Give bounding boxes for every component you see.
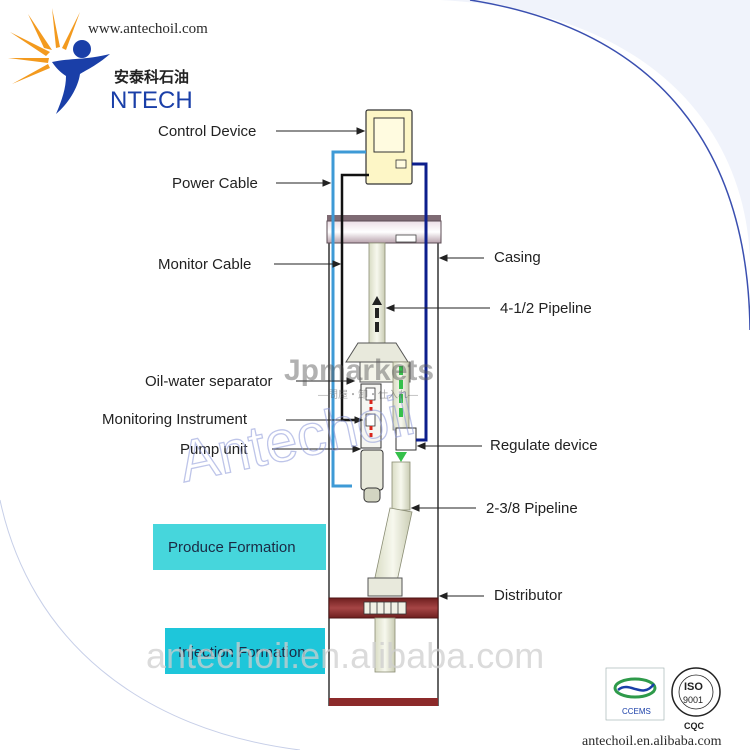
monitoring-instrument (360, 383, 382, 449)
label-monitor-cable: Monitor Cable (158, 256, 251, 273)
power-cable (331, 150, 366, 488)
background-curve (469, 0, 750, 331)
label-control-device: Control Device (158, 123, 256, 140)
iso-text: ISO (684, 681, 703, 693)
label-pump-unit: Pump unit (180, 441, 248, 458)
logo-sunburst-icon (8, 8, 80, 84)
label-monitoring-instrument: Monitoring Instrument (102, 411, 248, 428)
label-power-cable: Power Cable (172, 175, 258, 192)
background-swoosh (440, 0, 750, 260)
wellhead-flange (326, 215, 442, 244)
label-regulate-device: Regulate device (490, 437, 598, 454)
control-device (365, 109, 413, 185)
well-bottom-plug (329, 698, 438, 706)
label-casing: Casing (494, 249, 541, 266)
distributor (328, 577, 439, 673)
label-oil-water-separator: Oil-water separator (145, 373, 273, 390)
injection-formation-zone (165, 628, 325, 674)
watermark-site: antechoil.en.alibaba.com (146, 635, 544, 676)
produce-formation-label: Produce Formation (168, 539, 296, 556)
pipeline-2-3-8-bend (373, 507, 413, 587)
watermark-jpmarkets: Jpmarkets (284, 354, 434, 387)
logo-figure-icon (52, 40, 110, 114)
header-url: www.antechoil.com (88, 21, 208, 37)
iso-number: 9001 (683, 695, 703, 705)
pipeline-2-3-8-upper (391, 461, 411, 511)
produce-formation-zone (153, 524, 326, 570)
label-pipeline-4-1-2: 4-1/2 Pipeline (500, 300, 592, 317)
ccems-certification-logo: CCEMS (605, 667, 665, 721)
footer-url: antechoil.en.alibaba.com (582, 734, 722, 749)
cqc-text: CQC (684, 721, 705, 731)
pump-unit (360, 449, 384, 503)
regulate-cable (412, 162, 428, 442)
leader-lines (272, 127, 490, 600)
background-curve-bottom (0, 499, 301, 750)
label-pipeline-2-3-8: 2-3/8 Pipeline (486, 500, 578, 517)
watermark-jp-sub: —問屋・卸・仕入れ— (318, 388, 418, 401)
company-logo: 安泰科石油 NTECH (8, 8, 193, 114)
company-name-en: NTECH (110, 87, 193, 114)
company-name-cn: 安泰科石油 (114, 68, 189, 86)
injection-formation-label: Injection Formation (178, 644, 306, 661)
iso-certification-logo: ISO 9001 CQC (671, 667, 721, 731)
ccems-text: CCEMS (622, 707, 651, 716)
label-distributor: Distributor (494, 587, 562, 604)
upflow-arrow (372, 296, 382, 332)
